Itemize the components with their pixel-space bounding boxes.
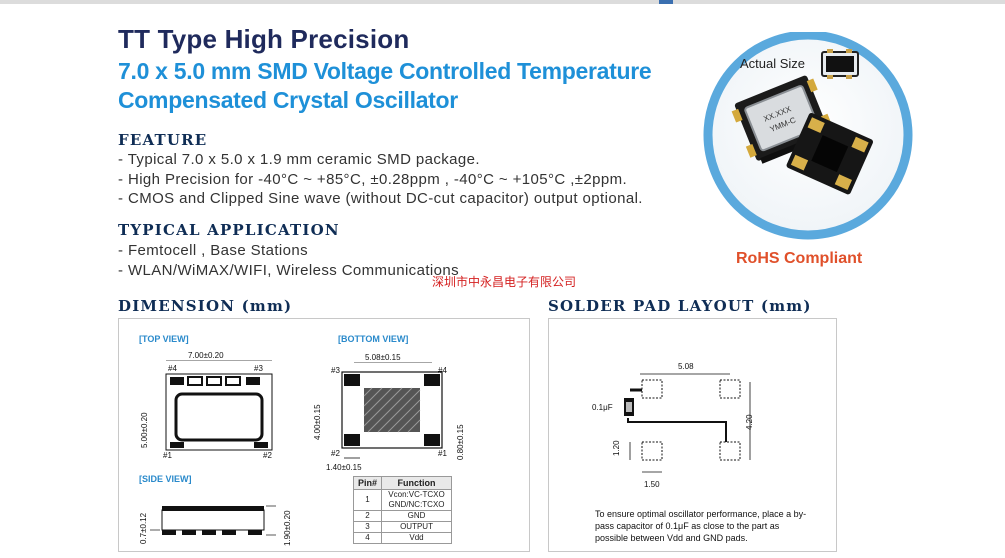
solder-pitch-dim: 5.08	[678, 362, 694, 371]
top-rule	[0, 0, 1005, 4]
solder-pad-h-dim: 1.20	[612, 440, 621, 456]
table-row: 1 Vcon:VC-TCXO GND/NC:TCXO	[352, 489, 453, 511]
solder-height-dim: 4.20	[745, 414, 754, 430]
pin-function: GND	[381, 510, 453, 522]
subtitle-line-2: Compensated Crystal Oscillator	[118, 87, 458, 113]
pin-function: OUTPUT	[381, 521, 453, 533]
bottom-pin2: #2	[331, 449, 340, 458]
solder-panel	[548, 318, 837, 552]
page-subtitle: 7.0 x 5.0 mm SMD Voltage Controlled Temp…	[118, 57, 652, 115]
chip-bottom-photo	[786, 112, 873, 195]
top-height-dim: 5.00±0.20	[140, 412, 149, 448]
bottom-pin3: #3	[331, 366, 340, 375]
application-item: - Femtocell , Base Stations	[118, 242, 309, 259]
solder-heading: SOLDER PAD LAYOUT (mm)	[548, 297, 812, 315]
rohs-label: RoHS Compliant	[736, 250, 863, 267]
pin-function: Vcon:VC-TCXO GND/NC:TCXO	[381, 489, 453, 511]
bottom-pitch-dim: 5.08±0.15	[365, 353, 401, 362]
application-heading: TYPICAL APPLICATION	[118, 221, 340, 239]
pin-number: 1	[352, 489, 383, 511]
side-height-dim: 1.90±0.20	[283, 510, 292, 546]
pin-number: 2	[352, 510, 383, 522]
actual-size-chip	[821, 49, 859, 79]
bottom-view-label: [BOTTOM VIEW]	[338, 334, 409, 344]
top-pin1: #1	[163, 451, 172, 460]
solder-pad-w-dim: 1.50	[644, 480, 660, 489]
page-title: TT Type High Precision	[118, 24, 410, 54]
table-row: 4 Vdd	[352, 532, 453, 544]
watermark-text: 深圳市中永昌电子有限公司	[432, 275, 577, 289]
pin-table: Pin# Function 1 Vcon:VC-TCXO GND/NC:TCXO…	[352, 476, 453, 544]
top-view-label: [TOP VIEW]	[139, 334, 189, 344]
actual-size-label: Actual Size	[740, 56, 806, 71]
pin-function-line: Vcon:VC-TCXO	[388, 490, 445, 499]
side-view-label: [SIDE VIEW]	[139, 474, 192, 484]
top-pin4: #4	[168, 364, 177, 373]
pin-number: 3	[352, 521, 383, 533]
bottom-view-drawing	[341, 362, 443, 459]
application-item: - WLAN/WiMAX/WIFI, Wireless Communicatio…	[118, 262, 459, 279]
product-badge: XX.XXX YMM-C	[703, 32, 913, 240]
dimension-heading: DIMENSION (mm)	[118, 297, 293, 315]
pin-function-line: GND/NC:TCXO	[388, 500, 445, 509]
pin-number: 4	[352, 532, 383, 544]
top-pin2: #2	[263, 451, 272, 460]
top-rule-mark	[659, 0, 673, 4]
top-pin3: #3	[254, 364, 263, 373]
top-width-dim: 7.00±0.20	[188, 351, 224, 360]
feature-item: - CMOS and Clipped Sine wave (without DC…	[118, 190, 643, 207]
bottom-pin4: #4	[438, 366, 447, 375]
table-row: 2 GND	[352, 510, 453, 522]
solder-note: To ensure optimal oscillator performance…	[595, 509, 807, 543]
feature-heading: FEATURE	[118, 131, 208, 149]
bottom-height-dim: 4.00±0.15	[313, 404, 322, 440]
table-row: 3 OUTPUT	[352, 521, 453, 533]
feature-item: - Typical 7.0 x 5.0 x 1.9 mm ceramic SMD…	[118, 151, 480, 168]
solder-pad-drawing	[624, 373, 751, 473]
top-view-drawing	[165, 360, 273, 451]
cap-label: 0.1μF	[592, 403, 613, 412]
pad-width-dim: 1.40±0.15	[326, 463, 362, 472]
pad-height-dim: 0.80±0.15	[456, 424, 465, 460]
function-header: Function	[381, 476, 453, 490]
feature-item: - High Precision for -40°C ~ +85°C, ±0.2…	[118, 171, 628, 188]
pin-function: Vdd	[381, 532, 453, 544]
side-pad-dim: 0.7±0.12	[139, 512, 148, 544]
bottom-pin1: #1	[438, 449, 447, 458]
subtitle-line-1: 7.0 x 5.0 mm SMD Voltage Controlled Temp…	[118, 58, 652, 84]
pin-header: Pin#	[352, 476, 383, 490]
side-view-drawing	[150, 505, 276, 536]
pin-table-header: Pin# Function	[352, 476, 453, 490]
